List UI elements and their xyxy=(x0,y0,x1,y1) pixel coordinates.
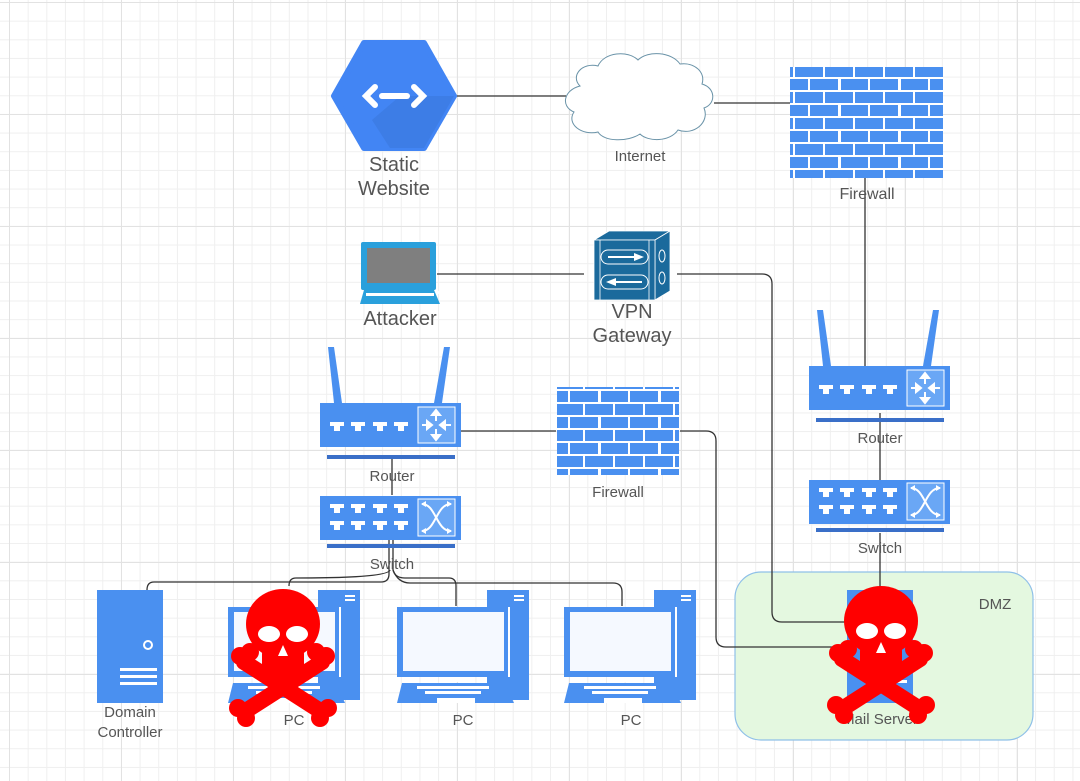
attacker-label: Attacker xyxy=(363,308,437,330)
switch-left-node[interactable]: Switch xyxy=(319,495,462,573)
firewall-mid-node[interactable]: Firewall xyxy=(557,387,679,501)
vpn-gateway-label-line1: VPN xyxy=(611,301,652,323)
internet-label: Internet xyxy=(615,148,667,165)
connection-switch-domain-controller[interactable] xyxy=(146,540,390,591)
switch-right-label: Switch xyxy=(858,540,902,557)
domain-controller-label-line1: Domain xyxy=(104,704,156,721)
switch-right-node[interactable]: Switch xyxy=(808,479,951,557)
dmz-label: DMZ xyxy=(979,596,1012,613)
static-website-node[interactable]: Static Website xyxy=(331,40,457,200)
pc-2-node[interactable]: PC xyxy=(397,590,529,729)
static-website-label-line2: Website xyxy=(358,178,430,200)
firewall-top-node[interactable]: Firewall xyxy=(790,67,943,203)
domain-controller-node[interactable]: Domain Controller xyxy=(97,590,163,741)
server-icon xyxy=(97,590,163,703)
firewall-mid-label: Firewall xyxy=(592,484,644,501)
firewall-top-label: Firewall xyxy=(839,186,894,203)
pc-1-node[interactable]: PC xyxy=(228,589,360,729)
connections xyxy=(146,95,881,648)
switch-icon xyxy=(808,479,951,533)
mail-server-label: Mail Server xyxy=(842,711,918,728)
pc-3-node[interactable]: PC xyxy=(564,590,696,729)
brick-wall-icon xyxy=(790,67,943,178)
router-left-node[interactable]: Router xyxy=(319,346,462,485)
connection-router-firewall-mail-server[interactable] xyxy=(461,430,848,648)
domain-controller-label-line2: Controller xyxy=(97,724,162,741)
mail-server-node[interactable]: Mail Server xyxy=(827,586,935,728)
connection-switch-pc-3[interactable] xyxy=(392,569,623,606)
router-right-label: Router xyxy=(857,430,902,447)
brick-wall-icon xyxy=(557,387,679,475)
switch-left-label: Switch xyxy=(370,556,414,573)
switch-icon xyxy=(319,495,462,549)
router-right-node[interactable]: Router xyxy=(808,309,951,447)
pc-3-label: PC xyxy=(621,712,642,729)
connection-switch-pc-1[interactable] xyxy=(288,569,391,587)
pc-2-label: PC xyxy=(453,712,474,729)
vpn-gateway-node[interactable]: VPN Gateway xyxy=(592,230,672,347)
router-left-label: Router xyxy=(369,468,414,485)
router-icon xyxy=(319,346,462,460)
desktop-pc-icon xyxy=(564,590,696,703)
internet-node[interactable]: Internet xyxy=(565,53,714,165)
vpn-gateway-icon xyxy=(592,230,672,301)
laptop-icon xyxy=(360,242,440,304)
vpn-gateway-label-line2: Gateway xyxy=(593,325,672,347)
attacker-node[interactable]: Attacker xyxy=(360,242,440,330)
static-website-label-line1: Static xyxy=(369,154,419,176)
desktop-pc-icon xyxy=(397,590,529,703)
connection-vpn-mail-server[interactable] xyxy=(677,273,845,623)
cloud-icon xyxy=(565,53,714,141)
router-icon xyxy=(808,309,951,423)
pc-1-label: PC xyxy=(284,712,305,729)
connection-switch-pc-2[interactable] xyxy=(392,540,457,606)
